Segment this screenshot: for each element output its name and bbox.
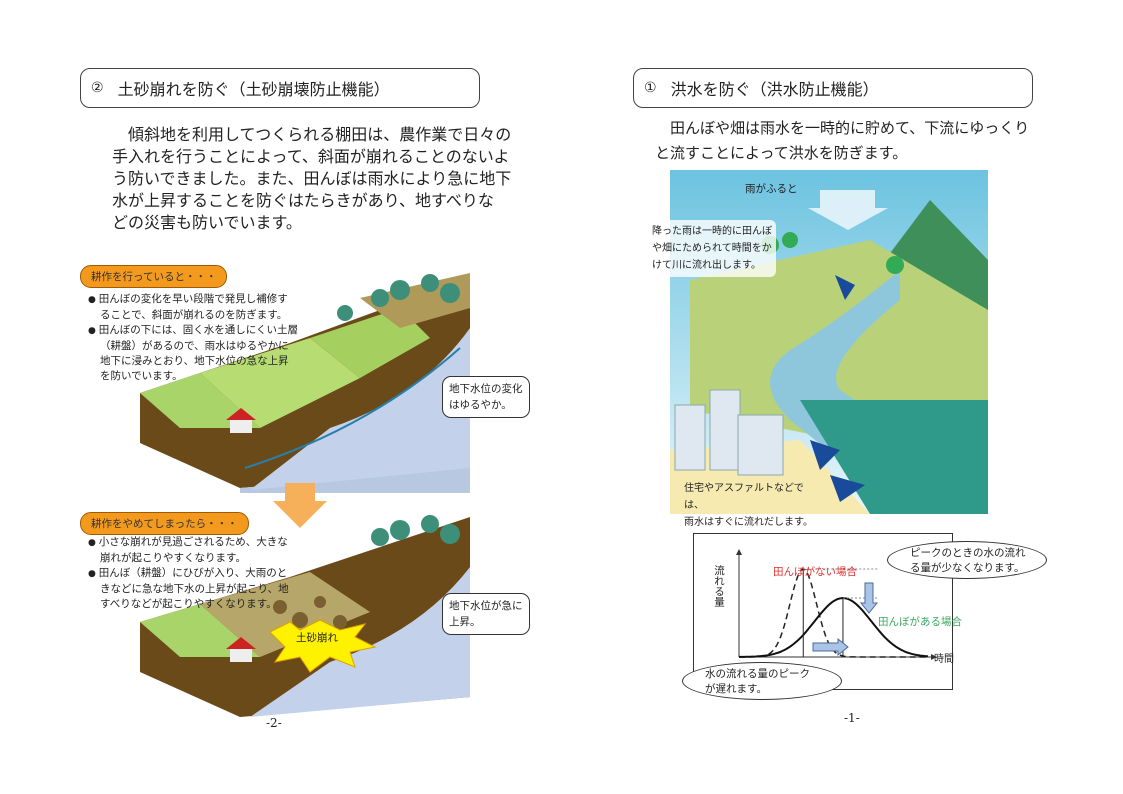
callout-line: 地下水位の変化 [449,383,523,395]
note-line: けて川に流れ出します。 [652,260,761,271]
section-number: ② [91,80,104,96]
left-body-text: 傾斜地を利用してつくられる棚田は、農作業で日々の 手入れを行うことによって、斜面… [112,124,512,234]
left-page-title: 土砂崩れを防ぐ（土砂崩壊防止機能） [117,80,390,99]
page-number-left: -2- [266,716,282,730]
body-line: う防いできました。また、田んぼは雨水により急に地下 [112,169,512,188]
bullet-item: 田んぼの変化を早い段階で発見し補修することで、斜面が崩れるのを防ぎます。 [88,292,298,323]
body-line: どの災害も防いでいます。 [112,213,302,232]
note-line: 降った雨は一時的に田んぼ [652,226,772,237]
body-line: 手入れを行うことによって、斜面が崩れることのないよ [112,147,510,166]
rain-label: 雨がふると [745,183,798,195]
bubble-line: 水の流れる量のピーク [705,668,810,680]
down-arrow-icon [273,483,327,528]
note-line: や畑にためられて時間をか [652,243,772,254]
peak-reduction-arrow-icon [859,582,879,614]
city-runoff-note: 住宅やアスファルトなどでは、 雨水はすぐに流れだします。 [680,477,820,534]
note-line: 雨水はすぐに流れだします。 [684,517,813,528]
legend-with-paddy: 田んぼがある場合 [878,616,962,628]
chart-y-label: 流れる量 [713,565,725,607]
abandoned-bullets: 小さな崩れが見過ごされるため、大きな崩れが起こりやすくなります。 田んぼ（耕盤）… [88,535,293,612]
chart-x-label: 時間 [934,654,954,665]
hydrograph-chart [736,549,937,660]
bullet-item: 田んぼの下には、固く水を通しにくい土層（耕盤）があるので、雨水はゆるやかに地下に… [88,323,298,384]
peak-delay-bubble: 水の流れる量のピーク が遅れます。 [682,662,842,700]
groundwater-callout-rapid: 地下水位が急に 上昇。 [442,593,530,635]
left-title-box: ② 土砂崩れを防ぐ（土砂崩壊防止機能） [80,68,480,108]
body-line: 田んぼや畑は雨水を一時的に貯めて、下流にゆっくり [670,119,1030,137]
peak-delay-arrow-icon [812,637,849,657]
right-title-box: ① 洪水を防ぐ（洪水防止機能） [633,68,1033,108]
callout-line: 地下水位が急に [449,600,523,612]
paddy-storage-note: 降った雨は一時的に田んぼ や畑にためられて時間をか けて川に流れ出します。 [648,220,776,277]
bullet-item: 小さな崩れが見過ごされるため、大きな崩れが起こりやすくなります。 [88,535,293,566]
bubble-line: ピークのときの水の流れ [910,547,1026,559]
cultivating-label: 耕作を行っていると・・・ [80,265,228,288]
peak-reduction-bubble: ピークのときの水の流れ る量が少なくなります。 [887,541,1047,579]
bubble-line: が遅れます。 [705,683,767,695]
bullet-item: 田んぼ（耕盤）にひびが入り、大雨のときなどに急な地下水の上昇が起こり、地すべりな… [88,566,293,612]
page-number-right: -1- [844,711,860,725]
body-line: と流すことによって洪水を防ぎます。 [655,144,908,162]
note-line: 住宅やアスファルトなどでは、 [684,483,804,511]
series-with-paddy [739,596,929,658]
body-line: 傾斜地を利用してつくられる棚田は、農作業で日々の [128,125,512,144]
section-number: ① [644,80,657,96]
body-line: 水が上昇することを防ぐはたらきがあり、地すべりな [112,191,494,210]
groundwater-callout-gentle: 地下水位の変化 はゆるやか。 [442,376,530,418]
right-body-text: 田んぼや畑は雨水を一時的に貯めて、下流にゆっくり と流すことによって洪水を防ぎま… [655,116,1055,166]
cultivating-bullets: 田んぼの変化を早い段階で発見し補修することで、斜面が崩れるのを防ぎます。 田んぼ… [88,292,298,384]
legend-without-paddy: 田んぼがない場合 [773,566,857,578]
callout-line: はゆるやか。 [449,399,512,411]
abandoned-label: 耕作をやめてしまったら・・・ [80,512,249,535]
bubble-line: る量が少なくなります。 [910,562,1025,574]
landslide-burst-label: 土砂崩れ [296,632,338,644]
callout-line: 上昇。 [449,616,481,628]
right-page-title: 洪水を防ぐ（洪水防止機能） [670,80,879,99]
